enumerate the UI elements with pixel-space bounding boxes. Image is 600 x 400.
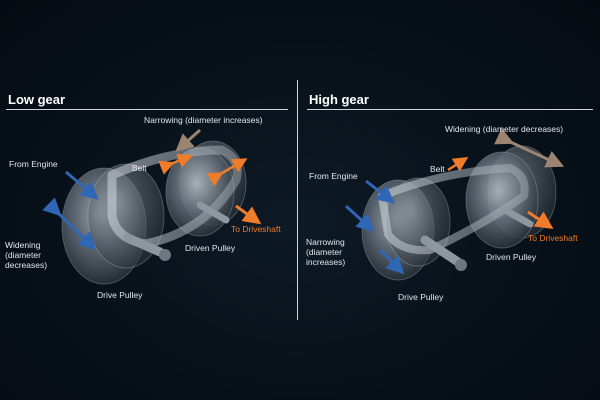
label-driven-pulley: Driven Pulley — [185, 243, 236, 253]
drive-shaft-end — [159, 249, 171, 261]
label-widening: Widening (diameter decreases) — [5, 240, 48, 270]
label-belt: Belt — [430, 164, 445, 174]
driven-shaft — [196, 201, 230, 224]
label-widening: Widening (diameter decreases) — [445, 124, 564, 134]
panel-title: High gear — [309, 92, 369, 107]
narrowing-arrow — [175, 128, 201, 152]
panel-title: Low gear — [8, 92, 66, 107]
drive-shaft-end — [455, 259, 467, 271]
belt — [378, 164, 529, 255]
from-engine-arrow — [365, 179, 396, 204]
label-to-driveshaft: To Driveshaft — [528, 233, 578, 243]
label-drive-pulley: Drive Pulley — [97, 290, 143, 300]
label-narrowing: Narrowing (diameter increases) — [144, 115, 263, 125]
belt-arrow-orange — [158, 153, 193, 175]
label-drive-pulley: Drive Pulley — [398, 292, 444, 302]
driven-shaft — [501, 206, 534, 228]
narrowing-arrow — [344, 204, 375, 233]
widening-arrow — [42, 197, 97, 251]
to-driveshaft-arrow — [527, 210, 554, 229]
low-gear-assembly — [42, 128, 262, 285]
from-engine-arrow — [65, 170, 99, 200]
label-to-driveshaft: To Driveshaft — [231, 224, 281, 234]
widening-arrow — [494, 128, 565, 168]
title-underline — [307, 109, 593, 110]
drive-shaft — [420, 235, 463, 267]
label-belt: Belt — [132, 163, 147, 173]
panel-divider — [297, 80, 298, 320]
high-gear-assembly — [344, 128, 565, 281]
belt-arrow-orange — [447, 156, 469, 172]
narrowing-arrow-lower — [378, 248, 405, 275]
title-underline — [6, 109, 288, 110]
driven-orange-arrow — [206, 158, 248, 187]
low-gear-panel: Low gear Narrowing (diameter increases) … — [0, 0, 297, 400]
label-from-engine: From Engine — [309, 171, 358, 181]
label-from-engine: From Engine — [9, 159, 58, 169]
label-narrowing: Narrowing (diameter increases) — [306, 237, 346, 267]
high-gear-panel: High gear Widening (diameter decreases) … — [300, 0, 600, 400]
to-driveshaft-arrow — [235, 204, 262, 225]
label-driven-pulley: Driven Pulley — [486, 252, 537, 262]
drive-shaft — [123, 233, 165, 257]
